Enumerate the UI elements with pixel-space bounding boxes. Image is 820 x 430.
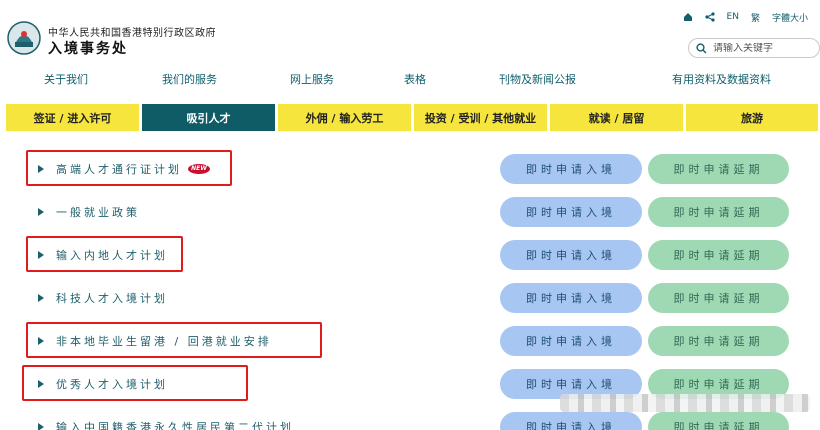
share-icon bbox=[704, 12, 715, 22]
apply-extension-button[interactable]: 即时申请延期 bbox=[648, 283, 789, 313]
blurred-watermark bbox=[560, 394, 810, 412]
scheme-link[interactable]: 高端人才通行证计划 NEW bbox=[38, 161, 210, 177]
triangle-right-icon bbox=[38, 251, 44, 259]
scheme-row: 科技人才入境计划 即时申请入境 即时申请延期 bbox=[0, 275, 820, 319]
government-name: 中华人民共和国香港特别行政区政府 bbox=[48, 28, 216, 39]
english-language-link[interactable]: EN bbox=[726, 12, 739, 22]
triangle-right-icon bbox=[38, 423, 44, 430]
triangle-right-icon bbox=[38, 294, 44, 302]
nav-forms[interactable]: 表格 bbox=[404, 73, 426, 86]
scheme-title: 输入中国籍香港永久性居民第二代计划 bbox=[56, 421, 294, 430]
scheme-link[interactable]: 输入中国籍香港永久性居民第二代计划 bbox=[38, 419, 294, 430]
apply-entry-button[interactable]: 即时申请入境 bbox=[500, 154, 642, 184]
triangle-right-icon bbox=[38, 337, 44, 345]
scheme-link[interactable]: 优秀人才入境计划 bbox=[38, 376, 168, 392]
scheme-title: 优秀人才入境计划 bbox=[56, 378, 168, 391]
nav-publications-press[interactable]: 刊物及新闻公报 bbox=[499, 73, 576, 86]
share-button[interactable] bbox=[704, 12, 715, 22]
scheme-title: 高端人才通行证计划 bbox=[56, 163, 182, 176]
scheme-row: 高端人才通行证计划 NEW 即时申请入境 即时申请延期 bbox=[0, 146, 820, 190]
font-size-link[interactable]: 字體大小 bbox=[771, 13, 808, 24]
apply-extension-button[interactable]: 即时申请延期 bbox=[648, 326, 789, 356]
nav-useful-information[interactable]: 有用资料及数据资料 bbox=[672, 73, 771, 86]
site-header: 中华人民共和国香港特别行政区政府 入境事务处 EN 繁 字體大小 bbox=[0, 0, 820, 62]
scheme-link[interactable]: 科技人才入境计划 bbox=[38, 290, 168, 306]
apply-entry-button[interactable]: 即时申请入境 bbox=[500, 197, 642, 227]
tab-travel[interactable]: 旅游 bbox=[686, 104, 818, 131]
home-button[interactable] bbox=[683, 12, 693, 22]
scheme-list: 高端人才通行证计划 NEW 即时申请入境 即时申请延期 一般就业政策 即时申请入… bbox=[0, 146, 820, 430]
scheme-row: 非本地毕业生留港 / 回港就业安排 即时申请入境 即时申请延期 bbox=[0, 318, 820, 362]
search-icon[interactable] bbox=[696, 42, 707, 54]
tab-investment-training-employment[interactable]: 投资 / 受训 / 其他就业 bbox=[414, 104, 547, 131]
department-name[interactable]: 入境事务处 bbox=[48, 41, 128, 57]
tab-visa-entry-permit[interactable]: 签证 / 进入许可 bbox=[6, 104, 139, 131]
scheme-link[interactable]: 一般就业政策 bbox=[38, 204, 140, 220]
home-icon bbox=[683, 13, 692, 21]
nav-about-us[interactable]: 关于我们 bbox=[44, 73, 88, 86]
main-navigation: 关于我们 我们的服务 网上服务 表格 刊物及新闻公报 有用资料及数据资料 bbox=[0, 66, 820, 90]
scheme-row: 输入内地人才计划 即时申请入境 即时申请延期 bbox=[0, 232, 820, 276]
apply-entry-button[interactable]: 即时申请入境 bbox=[500, 240, 642, 270]
scheme-title: 科技人才入境计划 bbox=[56, 292, 168, 305]
scheme-link[interactable]: 非本地毕业生留港 / 回港就业安排 bbox=[38, 333, 272, 349]
category-tabs: 签证 / 进入许可 吸引人才 外佣 / 输入劳工 投资 / 受训 / 其他就业 … bbox=[6, 104, 820, 131]
apply-extension-button[interactable]: 即时申请延期 bbox=[648, 197, 789, 227]
apply-entry-button[interactable]: 即时申请入境 bbox=[500, 412, 642, 430]
search-box[interactable] bbox=[688, 38, 820, 58]
apply-extension-button[interactable]: 即时申请延期 bbox=[648, 240, 789, 270]
triangle-right-icon bbox=[38, 380, 44, 388]
nav-online-services[interactable]: 网上服务 bbox=[290, 73, 334, 86]
tab-domestic-helper-labour[interactable]: 外佣 / 输入劳工 bbox=[278, 104, 411, 131]
apply-extension-button[interactable]: 即时申请延期 bbox=[648, 412, 789, 430]
scheme-title: 非本地毕业生留港 / 回港就业安排 bbox=[56, 335, 272, 348]
traditional-chinese-link[interactable]: 繁 bbox=[750, 13, 760, 24]
scheme-row: 输入中国籍香港永久性居民第二代计划 即时申请入境 即时申请延期 bbox=[0, 404, 820, 430]
scheme-row: 一般就业政策 即时申请入境 即时申请延期 bbox=[0, 189, 820, 233]
apply-entry-button[interactable]: 即时申请入境 bbox=[500, 326, 642, 356]
scheme-title: 一般就业政策 bbox=[56, 206, 140, 219]
triangle-right-icon bbox=[38, 165, 44, 173]
search-input[interactable] bbox=[713, 42, 809, 54]
scheme-link[interactable]: 输入内地人才计划 bbox=[38, 247, 168, 263]
nav-our-services[interactable]: 我们的服务 bbox=[162, 73, 217, 86]
scheme-title: 输入内地人才计划 bbox=[56, 249, 168, 262]
apply-entry-button[interactable]: 即时申请入境 bbox=[500, 283, 642, 313]
tab-study-residence[interactable]: 就读 / 居留 bbox=[550, 104, 683, 131]
apply-extension-button[interactable]: 即时申请延期 bbox=[648, 154, 789, 184]
top-tools: EN 繁 字體大小 bbox=[683, 10, 808, 24]
new-badge: NEW bbox=[188, 164, 210, 174]
hong-kong-emblem-icon[interactable] bbox=[6, 20, 42, 56]
tab-talent-admission[interactable]: 吸引人才 bbox=[142, 104, 275, 131]
triangle-right-icon bbox=[38, 208, 44, 216]
